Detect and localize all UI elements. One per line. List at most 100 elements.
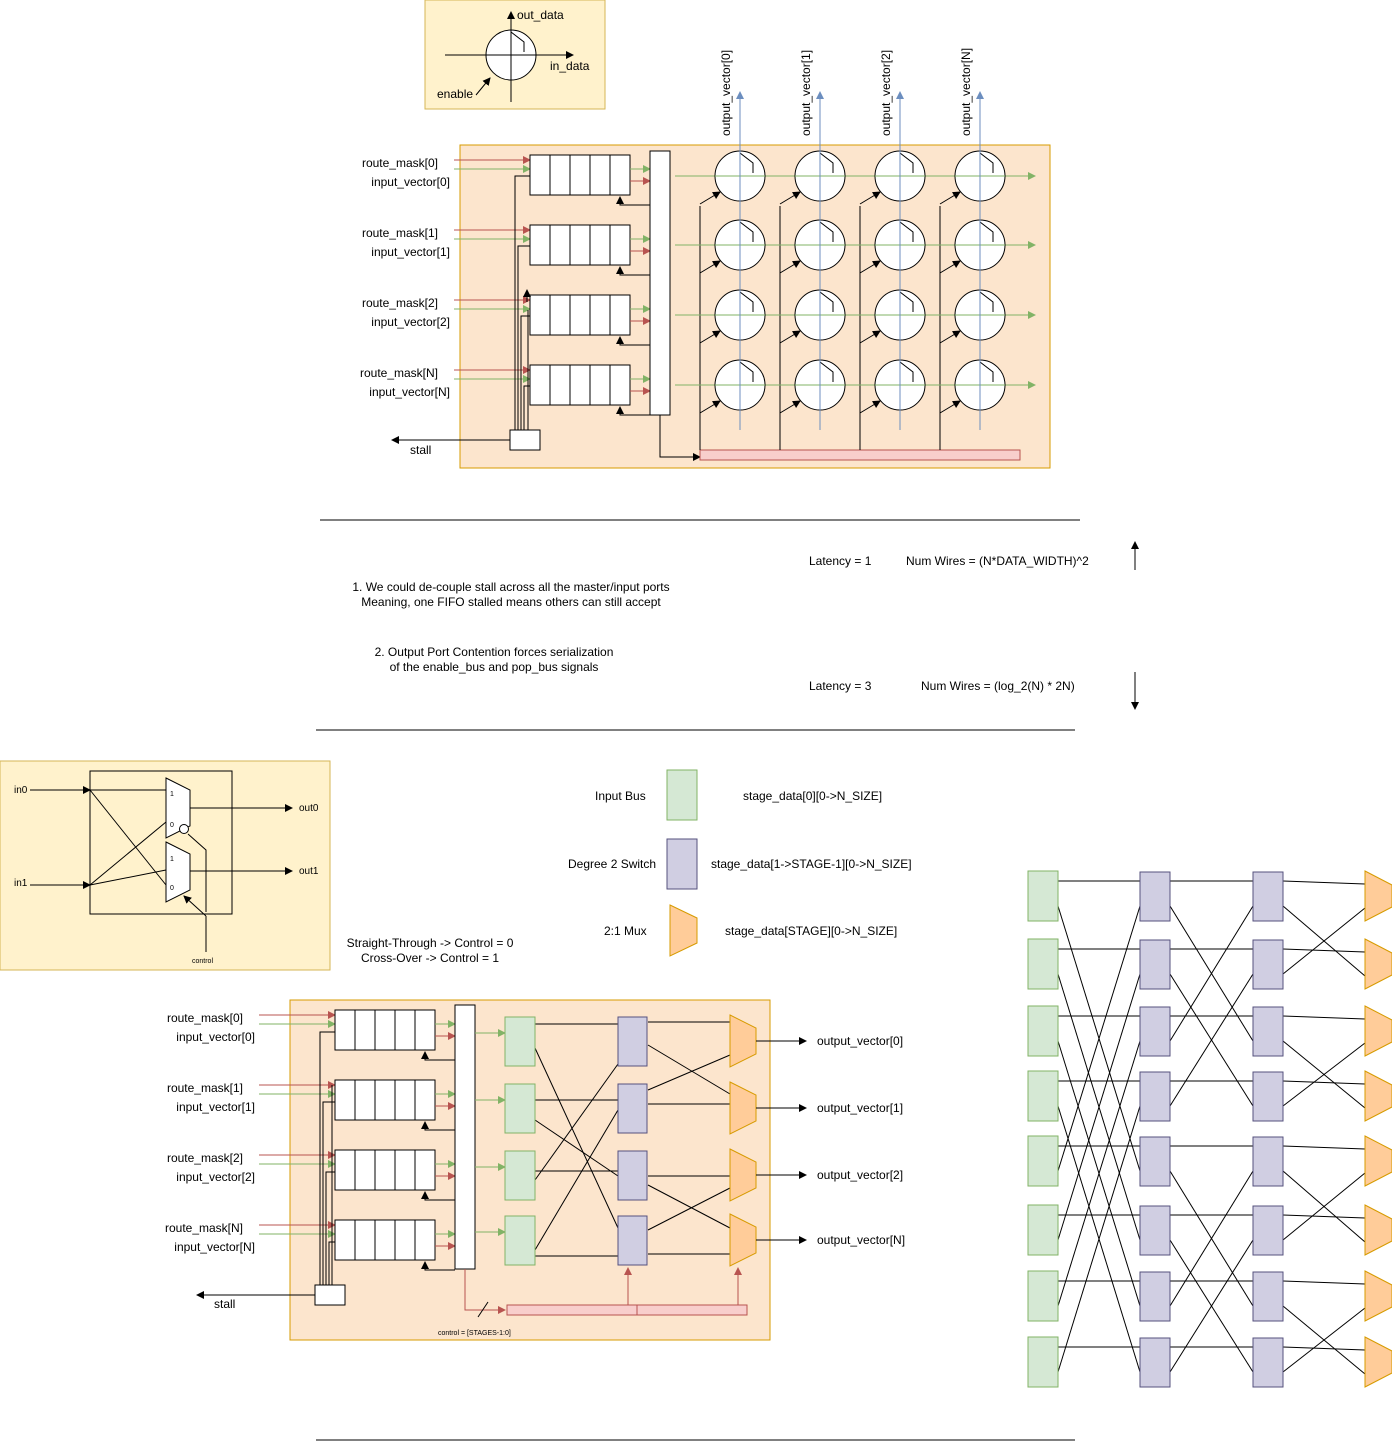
inverter-bubble-icon (179, 824, 189, 834)
network-wire (1282, 948, 1366, 953)
crosspoint-enable-wire (699, 400, 721, 414)
switch-detail-legend: 1 0 1 0 in0 in1 out0 out1 control (0, 760, 331, 971)
network-wire (1057, 905, 1141, 1172)
crosspoint-gate-icon (979, 361, 994, 382)
key-switch-swatch (666, 838, 698, 890)
fifo-frame (529, 364, 631, 406)
input-bus-stage (1027, 1336, 1059, 1388)
key-input-bus-label: Input Bus (595, 789, 646, 803)
degree2-switch (1139, 871, 1171, 922)
in-data-label: in_data (550, 59, 590, 73)
output-mux (1364, 1204, 1392, 1256)
network-wire (1282, 1080, 1366, 1085)
output-mux (1364, 1135, 1392, 1187)
crosspoint-gate-icon (979, 221, 994, 242)
fifo-frame (334, 1009, 436, 1051)
degree2-switch (1139, 939, 1171, 990)
network-wire (1169, 1239, 1254, 1373)
enable-bus-wire (659, 415, 701, 461)
input-vector-label: input_vector[1] (371, 245, 450, 259)
output-vector-label: output_vector[N] (817, 1233, 905, 1247)
degree2-switch (1139, 1205, 1171, 1256)
fifo-frame (529, 294, 631, 336)
out1-label: out1 (299, 866, 319, 877)
pop-wire (421, 1121, 455, 1131)
latency-bottom: Latency = 3 (809, 679, 872, 693)
output-mux (729, 1213, 757, 1267)
output-mux (1364, 938, 1392, 990)
degree2-switch (617, 1016, 648, 1067)
crosspoint-enable-wire (779, 191, 801, 205)
fifo-buffer (529, 224, 631, 266)
degree2-switch (1139, 1006, 1171, 1057)
fifo-buffer (334, 1149, 436, 1191)
route-mask-label: route_mask[2] (362, 296, 438, 310)
network-wire (1057, 1105, 1141, 1373)
control-bus-label: control = [STAGES-1:0] (438, 1330, 511, 1337)
crosspoint-enable-wire (939, 191, 961, 205)
fifo-full-wire (322, 1101, 335, 1285)
fifo-buffer (529, 154, 631, 196)
output-vector-label: output_vector[0] (719, 50, 733, 136)
note-1: 1. We could de-couple stall across all t… (352, 580, 670, 610)
crosspoint-enable-wire (779, 260, 801, 274)
fifo-frame (529, 224, 631, 266)
out-data-label: out_data (517, 8, 564, 22)
stage-wire (534, 1119, 619, 1177)
fifo-buffer (529, 294, 631, 336)
crosspoint-enable-wire (779, 400, 801, 414)
input-bus-stage (1027, 1204, 1059, 1256)
pop-wire (616, 336, 650, 346)
crosspoint-enable-wire (939, 260, 961, 274)
key-mux-swatch (669, 904, 698, 957)
crosspoint-gate-icon (819, 221, 834, 242)
input-bus-stage (1027, 1270, 1059, 1322)
note-1-line-2: Meaning, one FIFO stalled means others c… (361, 595, 661, 609)
fifo-full-wire (319, 1031, 335, 1285)
output-vector-label: output_vector[1] (799, 50, 813, 136)
pop-wire (616, 266, 650, 276)
input-vector-label: input_vector[N] (174, 1240, 255, 1254)
stage-wire (647, 1184, 731, 1229)
route-mask-label: route_mask[N] (360, 366, 438, 380)
pop-wire (421, 1191, 455, 1201)
note-2-line-2: of the enable_bus and pop_bus signals (389, 660, 599, 674)
fifo-frame (334, 1149, 436, 1191)
switch-caption-line2: Cross-Over -> Control = 1 (361, 951, 499, 965)
stage-wire (534, 1109, 619, 1251)
switch-caption-line1: Straight-Through -> Control = 0 (347, 936, 514, 950)
route-mask-label: route_mask[0] (362, 156, 438, 170)
network-wire (1282, 1307, 1366, 1373)
wires-top: Num Wires = (N*DATA_WIDTH)^2 (906, 554, 1089, 568)
eight-port-butterfly-network (1027, 870, 1392, 1388)
input-bus-stage (1027, 870, 1059, 922)
fifo-full-wire (328, 1241, 335, 1285)
stage-wire (534, 1047, 619, 1229)
network-wire (1282, 1172, 1366, 1241)
crosspoint-gate-icon (899, 221, 914, 242)
crosspoint-gate-icon (739, 152, 754, 173)
output-vector-label: output_vector[N] (959, 48, 973, 136)
output-vector-label: output_vector[2] (817, 1168, 903, 1182)
crosspoint-enable-wire (699, 191, 721, 205)
input-bus-stage (1027, 1005, 1059, 1057)
stage-wire (647, 1054, 731, 1091)
route-mask-label: route_mask[0] (167, 1011, 243, 1025)
crosspoint-gate-icon (899, 291, 914, 312)
stall-label: stall (410, 443, 431, 457)
mux-input-1: 1 (170, 856, 174, 863)
input-vector-label: input_vector[0] (371, 175, 450, 189)
degree2-switch (1139, 1136, 1171, 1187)
route-mask-label: route_mask[2] (167, 1151, 243, 1165)
crosspoint-gate-icon (979, 152, 994, 173)
network-wire (1169, 1170, 1254, 1307)
stall-logic-box (314, 1284, 346, 1306)
note-2-line-1: 2. Output Port Contention forces seriali… (374, 645, 614, 659)
degree2-switch (1252, 1337, 1284, 1388)
degree2-switch (1252, 1071, 1284, 1122)
enable-label: enable (437, 87, 473, 101)
degree2-switch (1252, 871, 1284, 922)
input-vector-label: input_vector[N] (369, 385, 450, 399)
fifo-frame (334, 1219, 436, 1261)
fifo-buffer (334, 1219, 436, 1261)
